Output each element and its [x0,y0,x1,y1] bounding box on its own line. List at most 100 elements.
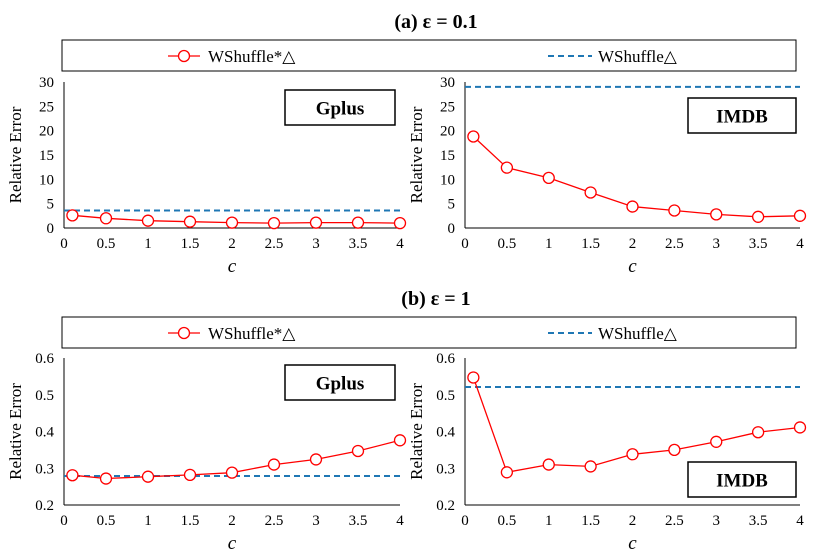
y-tick-label: 10 [440,172,455,188]
panel-label: Gplus [316,374,365,395]
y-tick-label: 0 [47,221,55,237]
y-tick-label: 0.4 [436,425,455,441]
y-tick-label: 0.4 [35,425,54,441]
y-tick-label: 0.6 [436,351,455,367]
x-tick-label: 1 [545,236,553,252]
y-axis-label: Relative Error [6,383,25,480]
x-tick-label: 2.5 [665,236,684,252]
x-tick-label: 2.5 [265,513,284,529]
data-point [793,421,807,434]
legend-a-series-marker [177,49,191,63]
section-a-title: (a) ε = 0.1 [394,11,477,33]
x-tick-label: 3.5 [349,513,368,529]
x-tick-label: 1 [144,236,152,252]
legend-a-series-label: WShuffle*△ [208,47,296,66]
data-point [99,212,113,225]
data-point [668,204,681,217]
x-tick-label: 4 [396,513,404,529]
y-tick-label: 5 [448,197,456,213]
y-tick-label: 0.5 [35,388,54,404]
x-tick-label: 3.5 [349,236,368,252]
data-point [183,468,197,482]
x-tick-label: 1.5 [181,513,200,529]
y-tick-label: 0.3 [436,461,455,477]
data-point [267,216,281,230]
x-tick-label: 2.5 [665,513,684,529]
data-point [500,466,514,479]
x-tick-label: 2 [629,236,637,252]
x-axis-label: c [628,256,637,277]
legend-b-series-label: WShuffle*△ [208,324,296,343]
x-tick-label: 0 [60,236,68,252]
x-tick-label: 3 [713,513,721,529]
data-point [751,426,765,439]
x-tick-label: 0.5 [97,236,116,252]
y-tick-label: 15 [440,148,455,164]
x-tick-label: 4 [396,236,404,252]
data-point [668,443,681,457]
data-point [393,434,407,447]
x-tick-label: 1 [144,513,152,529]
x-tick-label: 0 [461,513,469,529]
x-tick-label: 2 [228,236,236,252]
x-tick-label: 0 [60,513,68,529]
x-tick-label: 1.5 [581,236,600,252]
y-tick-label: 25 [39,99,54,115]
y-tick-label: 0.3 [35,461,54,477]
data-point [351,216,365,229]
data-point [393,216,407,230]
data-point [225,466,239,479]
y-tick-label: 10 [39,172,54,188]
x-tick-label: 2.5 [265,236,284,252]
y-tick-label: 0.2 [35,498,54,514]
legend-a-baseline-label: WShuffle△ [598,47,678,66]
data-point [351,444,365,458]
y-tick-label: 20 [39,124,54,140]
x-tick-label: 3.5 [749,236,768,252]
data-point [793,209,807,222]
legend-b: WShuffle*△ WShuffle△ [61,316,797,349]
data-point [66,209,79,222]
panel-label-box [284,364,396,401]
panel-label-box [687,97,797,134]
y-tick-label: 30 [39,75,54,91]
x-tick-label: 4 [796,513,804,529]
y-tick-label: 0.5 [436,388,455,404]
y-axis-label: Relative Error [6,106,25,203]
data-point [66,469,79,482]
legend-b-series-marker [177,326,191,340]
data-point [710,208,723,221]
x-tick-label: 0 [461,236,469,252]
y-axis-label: Relative Error [407,106,426,203]
panel-label: Gplus [316,99,365,120]
x-axis-label: c [228,256,237,277]
data-point [584,460,597,473]
y-tick-label: 0.6 [35,351,54,367]
y-tick-label: 20 [440,124,455,140]
x-tick-label: 2 [629,513,637,529]
y-axis-label: Relative Error [407,383,426,480]
data-point [141,214,155,227]
data-point [467,371,480,384]
y-tick-label: 5 [47,197,55,213]
data-point [309,453,323,466]
data-point [751,210,765,223]
data-point [542,171,555,185]
data-point [626,200,639,213]
data-point [626,448,639,461]
x-tick-label: 3 [312,513,320,529]
legend-b-baseline-label: WShuffle△ [598,324,678,343]
data-point [99,472,113,485]
x-tick-label: 1.5 [581,513,600,529]
x-tick-label: 1.5 [181,236,200,252]
panel-label-box [687,461,797,498]
x-tick-label: 2 [228,513,236,529]
data-point [309,216,323,229]
x-tick-label: 0.5 [498,513,517,529]
data-point [225,216,239,229]
y-tick-label: 0.2 [436,498,455,514]
data-point [710,435,723,448]
